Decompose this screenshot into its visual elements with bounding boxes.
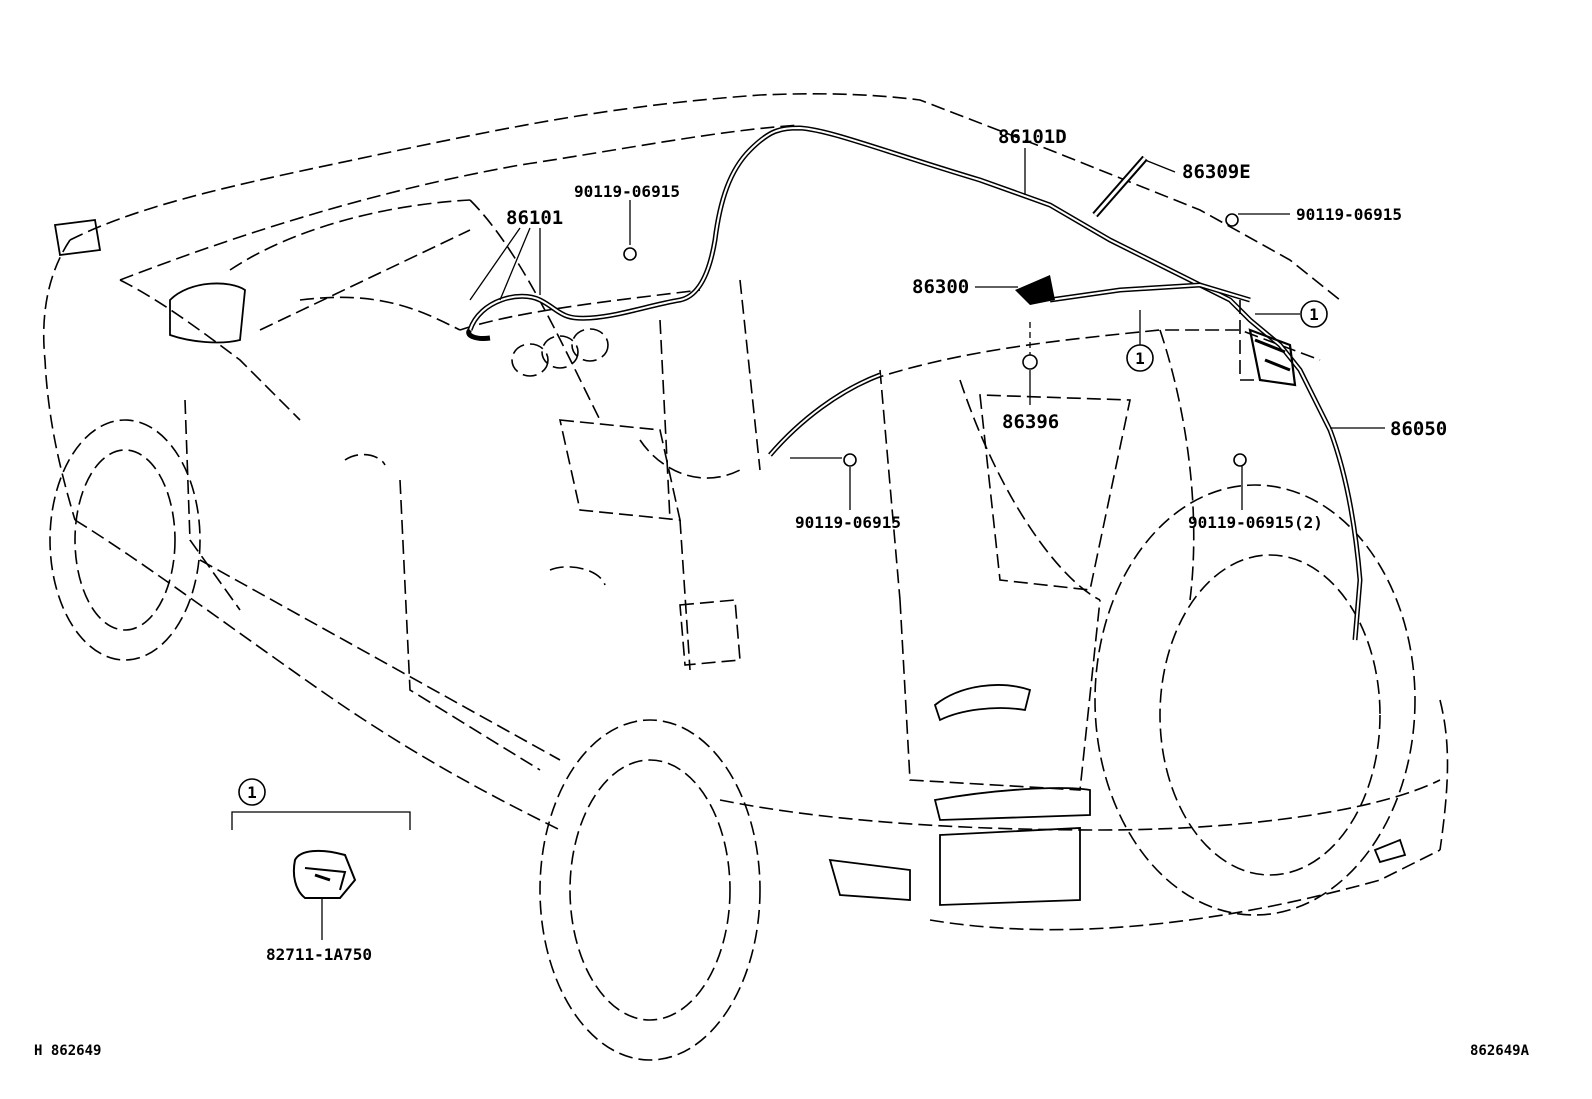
- harness-connector-icon: [1239, 300, 1297, 387]
- callout-90119-lower-right: 90119-06915(2): [1188, 513, 1323, 532]
- callout-90119-top-right: 90119-06915: [1296, 205, 1402, 224]
- callout-82711-1A750: 82711-1A750: [266, 945, 372, 964]
- ref-circle-label: 1: [247, 783, 257, 802]
- ref-circle-middle: 1: [1126, 344, 1154, 372]
- ref-circle-top-right: 1: [1300, 300, 1328, 328]
- callout-86300: 86300: [912, 276, 969, 298]
- ref-circle-label: 1: [1309, 305, 1319, 324]
- ref-circle-inset: 1: [238, 778, 266, 806]
- bolt-icon: [623, 213, 1247, 467]
- vehicle-outline-icon: [42, 93, 1449, 1061]
- callout-86101: 86101: [506, 207, 563, 229]
- ref-circle-label: 1: [1135, 349, 1145, 368]
- antenna-amplifier-icon: [1015, 275, 1055, 305]
- callout-86101D: 86101D: [998, 126, 1067, 148]
- callout-90119-top-left: 90119-06915: [574, 182, 680, 201]
- callout-90119-lower-center: 90119-06915: [795, 513, 901, 532]
- antenna-harness-icon: [466, 125, 1363, 641]
- antenna-rod-icon: [1092, 155, 1148, 218]
- callout-86309E: 86309E: [1182, 161, 1251, 183]
- leader-lines: [231, 148, 1385, 940]
- callout-86050: 86050: [1390, 418, 1447, 440]
- callout-86396: 86396: [1002, 411, 1059, 433]
- clip-icon: [1022, 322, 1038, 370]
- connector-icon: [292, 849, 357, 899]
- footer-right-code: 862649A: [1470, 1043, 1530, 1059]
- footer-left-code: H 862649: [34, 1043, 101, 1059]
